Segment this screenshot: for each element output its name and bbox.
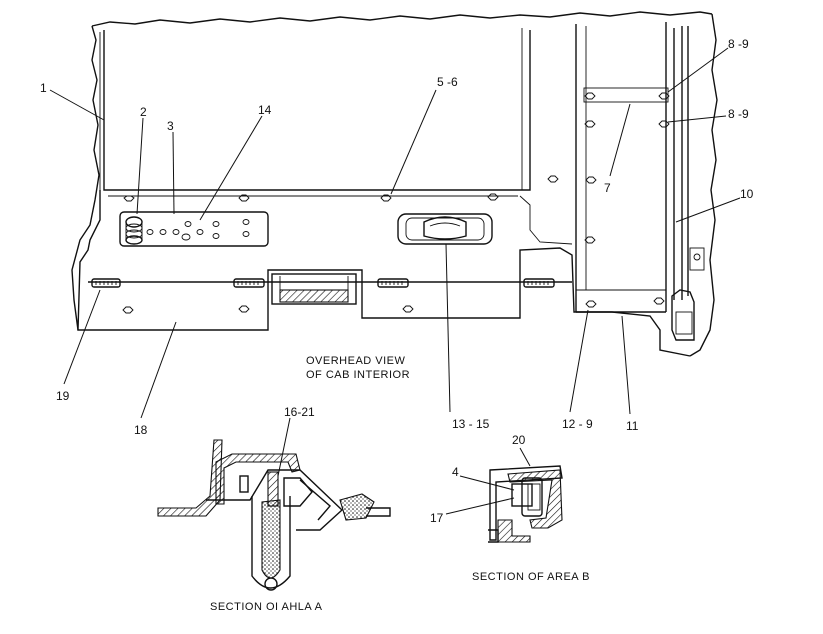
callout-5-6: 5 -6 xyxy=(437,75,458,89)
hinge-pins xyxy=(91,278,555,288)
section-a-channel xyxy=(215,453,301,505)
panel-top-edge xyxy=(91,11,713,27)
callout-11: 11 xyxy=(626,419,639,433)
callout-labels: 1 2 3 14 5 -6 8 -9 8 -9 7 10 19 18 13 - … xyxy=(40,37,754,525)
section-b xyxy=(445,447,563,543)
callout-14: 14 xyxy=(258,103,272,117)
callout-4: 4 xyxy=(452,465,459,479)
panel-right-edge xyxy=(689,13,718,357)
section-a-tail xyxy=(366,507,391,517)
strap-7 xyxy=(583,87,669,103)
leader-16-21 xyxy=(277,417,291,477)
callout-3: 3 xyxy=(167,119,174,133)
headliner-panel xyxy=(103,30,531,191)
callout-8-9-upper: 8 -9 xyxy=(728,37,749,51)
hex-bolts xyxy=(122,92,670,314)
caption-section-b: SECTION OF AREA B xyxy=(472,571,590,583)
switch-indicators xyxy=(146,219,250,241)
section-a-floor xyxy=(157,439,223,517)
callout-20: 20 xyxy=(512,433,526,447)
caption-overhead-line2: OF CAB INTERIOR xyxy=(306,369,410,381)
section-a-tube xyxy=(261,499,281,579)
section-a-clip xyxy=(239,475,249,493)
caption-overhead-line1: OVERHEAD VIEW xyxy=(306,355,406,367)
caption-section-a: SECTION OI AHLA A xyxy=(210,601,323,613)
right-panel xyxy=(575,22,667,313)
leader-20 xyxy=(519,447,531,467)
rail-10 xyxy=(673,26,689,300)
console-outline xyxy=(77,190,691,357)
leader-lines xyxy=(49,47,741,419)
callout-12-9: 12 - 9 xyxy=(562,417,593,431)
section-a-pin xyxy=(264,577,278,591)
section-a-seal xyxy=(339,493,375,521)
callout-8-9-lower: 8 -9 xyxy=(728,107,749,121)
switch-plate xyxy=(119,211,269,247)
rail-bolt xyxy=(693,253,701,261)
panel-left-edge xyxy=(71,25,100,331)
captions: OVERHEAD VIEW OF CAB INTERIOR SECTION OI… xyxy=(210,355,590,613)
callout-16-21: 16-21 xyxy=(284,405,315,419)
knob-2 xyxy=(125,216,143,245)
section-b-channel xyxy=(507,469,563,529)
callout-13-15: 13 - 15 xyxy=(452,417,490,431)
section-a-block xyxy=(283,477,313,507)
section-b-tab xyxy=(488,529,499,543)
callout-18: 18 xyxy=(134,423,148,437)
bracket-11-inner xyxy=(675,311,693,335)
rail-bracket xyxy=(689,247,705,271)
section-b-fastener-inner xyxy=(527,483,541,511)
callout-1: 1 xyxy=(40,81,47,95)
leader-4 xyxy=(459,475,515,491)
section-a-tube-outer xyxy=(251,496,291,589)
section-b-fastener xyxy=(521,477,543,517)
leader-17 xyxy=(445,497,515,515)
center-latch xyxy=(271,273,357,305)
section-a xyxy=(157,417,391,591)
callout-10: 10 xyxy=(740,187,754,201)
dome-lamp xyxy=(397,213,493,245)
bracket-11 xyxy=(671,289,695,341)
section-a-upper xyxy=(206,469,344,531)
overhead-view xyxy=(49,11,741,419)
callout-17: 17 xyxy=(430,511,444,525)
callout-19: 19 xyxy=(56,389,70,403)
console-inner xyxy=(108,195,573,245)
callout-7: 7 xyxy=(604,181,611,195)
section-b-base xyxy=(497,519,531,543)
callout-2: 2 xyxy=(140,105,147,119)
section-b-frame xyxy=(489,465,563,541)
